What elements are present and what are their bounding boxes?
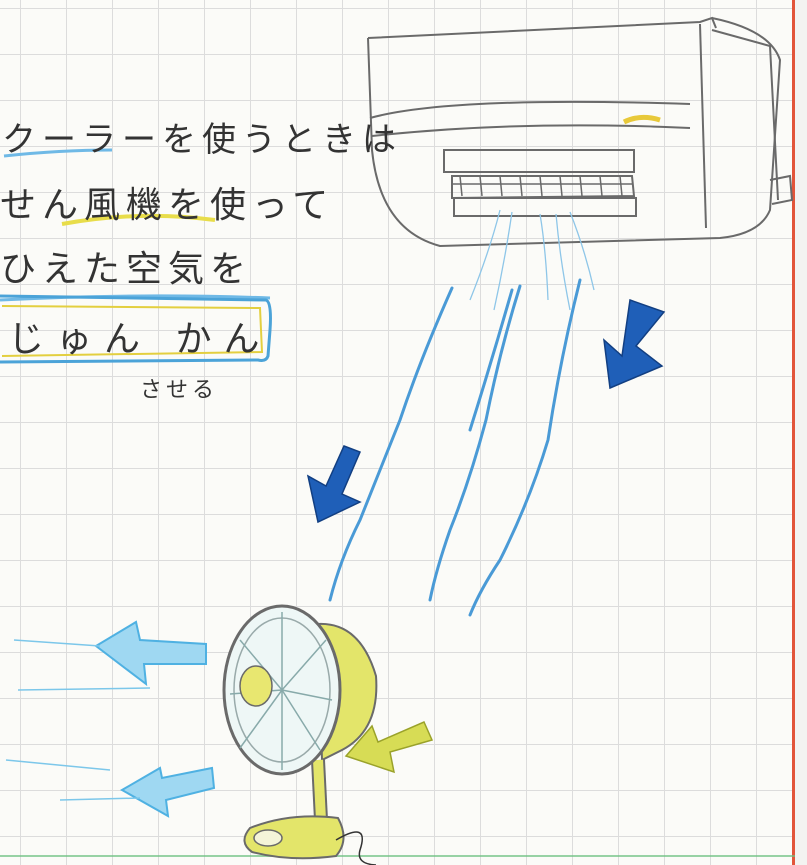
note-line-3: ひえた空気を (0, 249, 253, 290)
note-line-1: クーラーを使うときは (2, 120, 402, 160)
cool-air-lines (469, 209, 595, 311)
electric-fan-icon (222, 604, 378, 860)
fan-cable (335, 831, 377, 865)
ac-indicator-light (622, 114, 661, 125)
note-line-2: せん風機を使って (0, 185, 335, 226)
wind-lines (5, 639, 151, 801)
blue-box (0, 294, 272, 364)
air-stream-lines (328, 278, 582, 617)
blue-underline-2 (0, 294, 271, 302)
blue-underline (3, 148, 113, 158)
yellow-underline (61, 213, 216, 226)
airflow-arrow-icon (344, 721, 434, 774)
air-conditioner-icon (367, 16, 794, 248)
airflow-arrow-icon (603, 298, 666, 390)
airflow-arrow-icon (306, 445, 362, 524)
page-edge (795, 0, 807, 865)
note-line-5: させる (140, 378, 219, 403)
red-margin-line (792, 0, 795, 865)
bottom-rule (0, 855, 795, 857)
yellow-box (1, 305, 264, 357)
note-line-4: じゅん かん (8, 319, 272, 360)
airflow-arrow-icon (94, 620, 216, 818)
